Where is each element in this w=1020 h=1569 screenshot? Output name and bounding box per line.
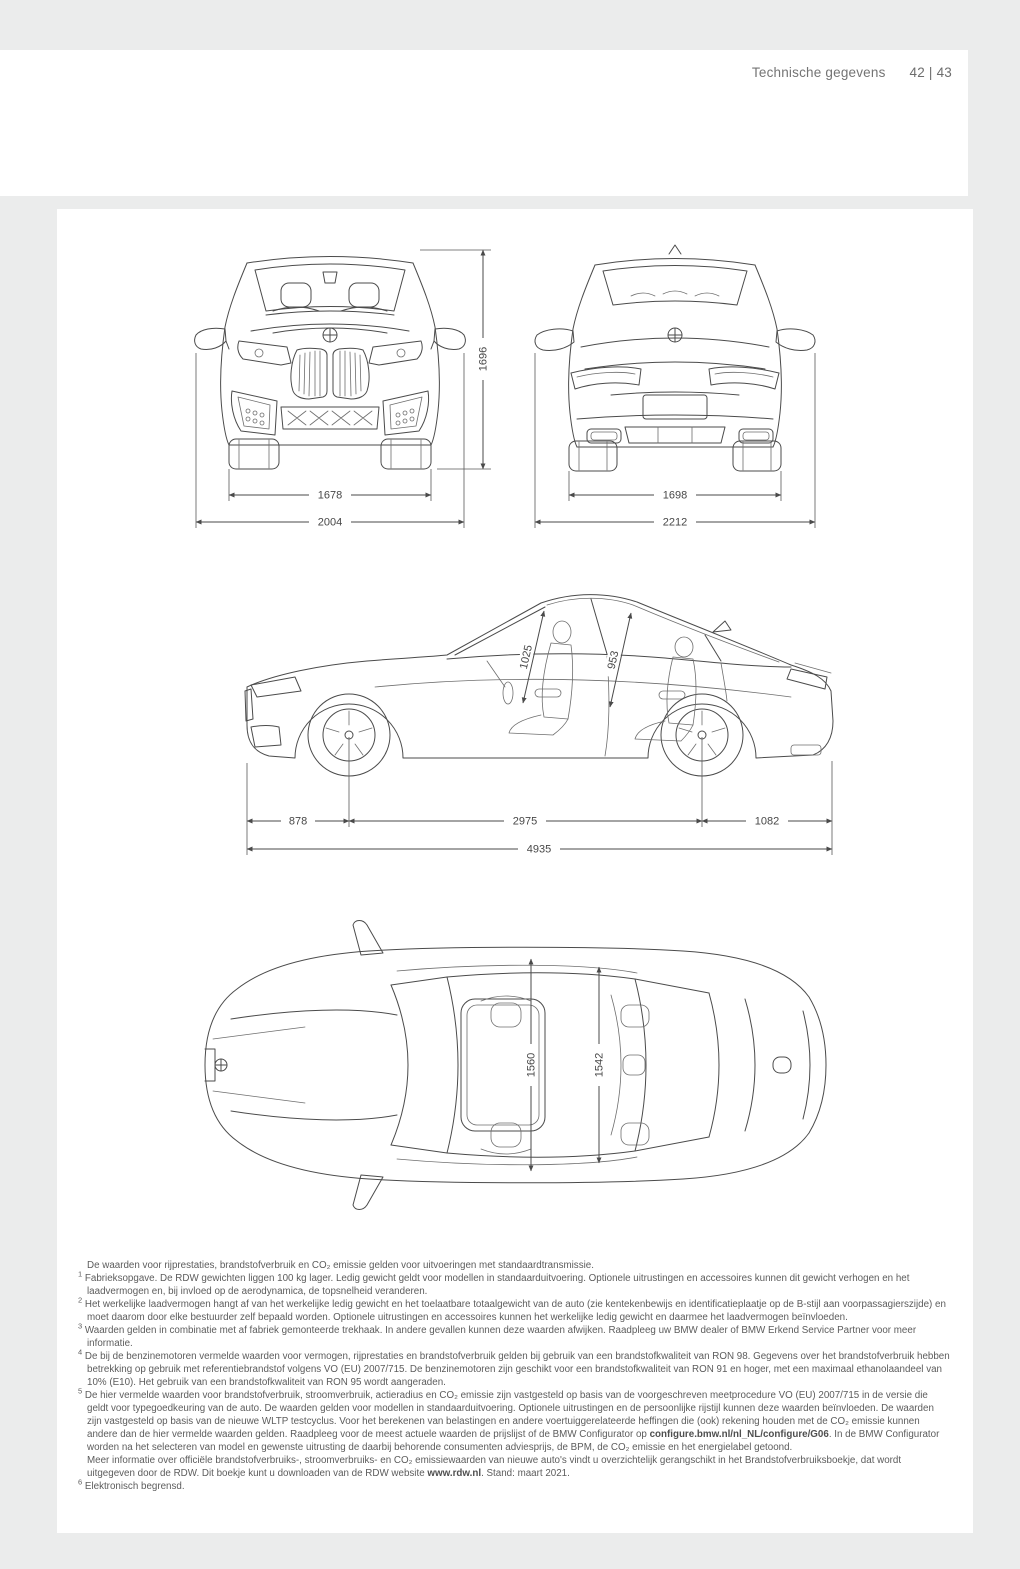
front-air-intakes [230, 390, 430, 436]
bmw-roundel-icon [322, 327, 338, 343]
top-view-drawing: 1560 1542 [204, 920, 827, 1210]
dimension-label-interior-width-front: 1560 [526, 1053, 538, 1077]
left-mirror [352, 920, 384, 956]
taillight [786, 662, 832, 690]
exhaust-pipes [586, 428, 774, 444]
footnote: 2 Het werkelijke laadvermogen hangt af v… [78, 1295, 946, 1323]
dimension-label-wheelbase: 2975 [513, 816, 537, 828]
front-tires [228, 438, 432, 470]
dimension-label-front-width: 2004 [318, 517, 342, 529]
footnote: 5 De hier vermelde waarden voor brandsto… [78, 1386, 940, 1453]
footnote: 4 De bij de benzinemotoren vermelde waar… [78, 1347, 950, 1388]
antenna-fin-icon [712, 620, 732, 633]
page-number: 42 | 43 [909, 65, 952, 80]
antenna-fin-icon [668, 244, 682, 255]
front-view-drawing: 1696 1678 2004 [194, 249, 491, 529]
license-plate [642, 394, 708, 420]
dimension-label-rear-track: 1698 [663, 490, 687, 502]
footnote: De waarden voor rijprestaties, brandstof… [87, 1260, 594, 1271]
left-mirror [534, 328, 575, 351]
content-panel: 1696 1678 2004 [57, 209, 973, 1533]
taillights [570, 366, 780, 390]
headlights [237, 340, 423, 366]
rear-door-handle [658, 690, 686, 700]
dimension-label-front-overhang: 878 [289, 816, 307, 828]
sunroof [460, 998, 546, 1132]
rear-diffuser [624, 426, 726, 444]
footnote: 3 Waarden gelden in combinatie met af fa… [78, 1321, 917, 1349]
right-mirror [352, 1174, 384, 1210]
top-view-dimensions: 1560 1542 [524, 958, 606, 1172]
rear-tires [568, 440, 782, 472]
left-mirror [194, 327, 230, 350]
front-door-handle [534, 688, 562, 698]
footnotes: De waarden voor rijprestaties, brandstof… [78, 1259, 950, 1493]
footnote: 6 Elektronisch begrensd. [78, 1477, 185, 1492]
interior-seats [486, 620, 697, 742]
top-view-car-outline [204, 920, 827, 1210]
dimension-label-front-track: 1678 [318, 490, 342, 502]
bmw-roundel-icon [667, 327, 683, 343]
dimension-label-headroom-rear: 953 [606, 650, 622, 671]
headlight [250, 676, 302, 698]
dimension-label-rear-overhang: 1082 [755, 816, 779, 828]
dimension-label-interior-width-rear: 1542 [594, 1053, 606, 1077]
footnote: Meer informatie over officiële brandstof… [87, 1455, 902, 1479]
dimension-label-height: 1696 [478, 347, 490, 371]
rear-view-dimensions: 1698 2212 [534, 353, 816, 529]
front-view-dimensions: 1696 1678 2004 [195, 249, 491, 529]
front-view-car-outline [194, 256, 466, 470]
kidney-grille [290, 347, 370, 400]
antenna-fin-icon [772, 1056, 792, 1074]
side-view-car-outline [244, 594, 834, 777]
rear-view-drawing: 1698 2212 [534, 244, 816, 529]
right-mirror [430, 327, 466, 350]
seats-top-view [480, 994, 650, 1155]
dimension-label-rear-width: 2212 [663, 517, 687, 529]
bmw-roundel-icon [214, 1058, 228, 1072]
rear-view-car-outline [534, 244, 816, 472]
right-mirror [775, 328, 816, 351]
side-view-dimensions: 1025 953 878 2975 1082 [246, 610, 833, 856]
footnote: 1 Fabrieksopgave. De RDW gewichten ligge… [78, 1269, 910, 1297]
page-title: Technische gegevens [751, 65, 886, 80]
page-header: Technische gegevens 42 | 43 [0, 50, 968, 196]
dimension-label-length: 4935 [527, 844, 551, 856]
side-view-drawing: 1025 953 878 2975 1082 [244, 594, 834, 856]
dimension-label-headroom-front: 1025 [518, 644, 535, 671]
